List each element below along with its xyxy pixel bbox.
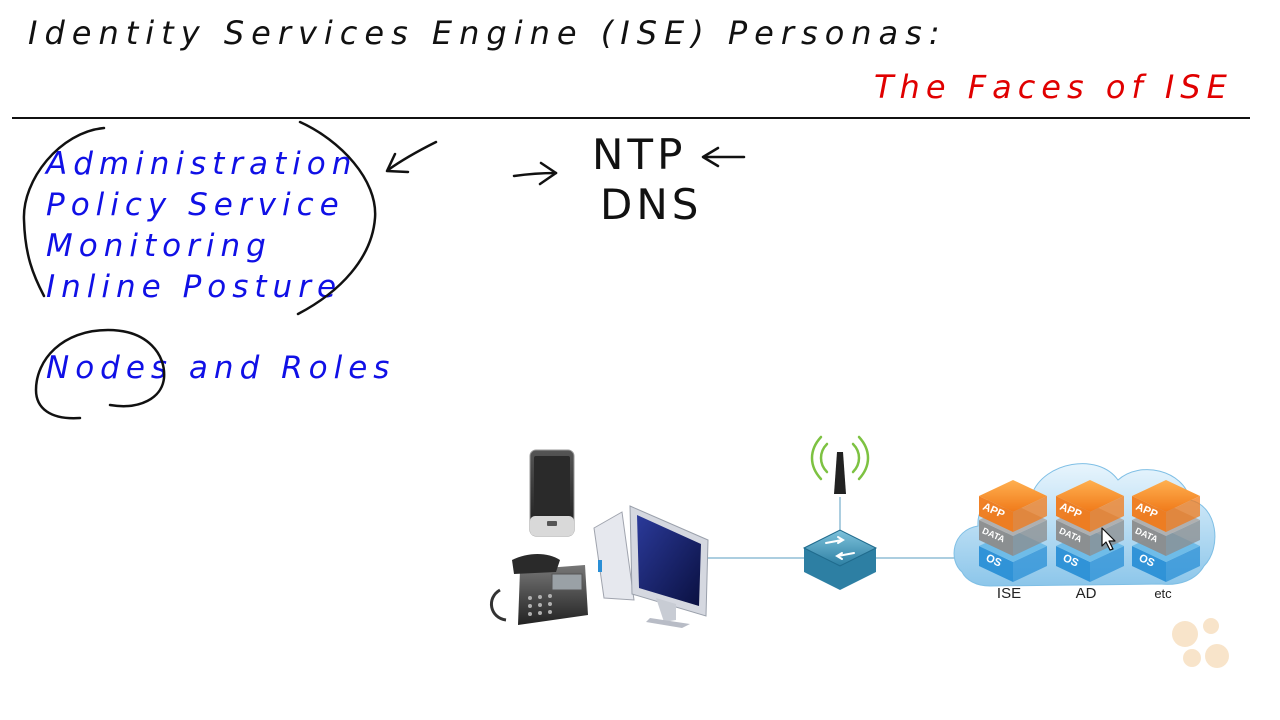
watermark-logo <box>1172 618 1229 668</box>
persona-administration: Administration <box>46 146 358 182</box>
server-label-ad: AD <box>1075 585 1097 602</box>
mobile-phone-icon <box>529 449 575 537</box>
layer-app: APP <box>1132 480 1200 532</box>
desk-phone-icon <box>490 554 588 625</box>
network-switch-icon <box>802 529 878 590</box>
server-label-ise: ISE <box>996 585 1022 602</box>
persona-monitoring: Monitoring <box>46 228 272 264</box>
ntp-label: NTP <box>592 130 687 179</box>
layer-label: OS <box>1061 552 1080 569</box>
page-title: Identity Services Engine (ISE) Personas: <box>28 14 947 52</box>
arrow-into-ntp-right <box>701 146 746 168</box>
and-roles-words: and Roles <box>188 350 396 386</box>
desktop-computer-icon <box>593 505 709 628</box>
server-label-etc: etc <box>1154 586 1172 601</box>
nodes-word: Nodes <box>46 350 174 386</box>
persona-policy-service: Policy Service <box>46 187 345 223</box>
persona-inline-posture: Inline Posture <box>46 269 343 305</box>
layer-app: APP <box>1056 480 1124 532</box>
layer-label: OS <box>984 552 1003 569</box>
wireless-antenna-icon <box>810 435 870 494</box>
nodes-circle-stroke <box>34 328 166 420</box>
mouse-cursor-icon <box>1101 527 1116 551</box>
dns-label: DNS <box>600 180 703 229</box>
page-subtitle: The Faces of ISE <box>874 68 1233 106</box>
layer-label: OS <box>1137 552 1156 569</box>
arrow-into-ntp-left <box>512 161 558 186</box>
nodes-and-roles-label: Nodes and Roles <box>46 350 395 386</box>
left-bracket-stroke <box>22 126 106 298</box>
layer-app: APP <box>979 480 1047 532</box>
arrow-to-personas <box>385 140 438 174</box>
right-bracket-stroke <box>296 120 377 316</box>
